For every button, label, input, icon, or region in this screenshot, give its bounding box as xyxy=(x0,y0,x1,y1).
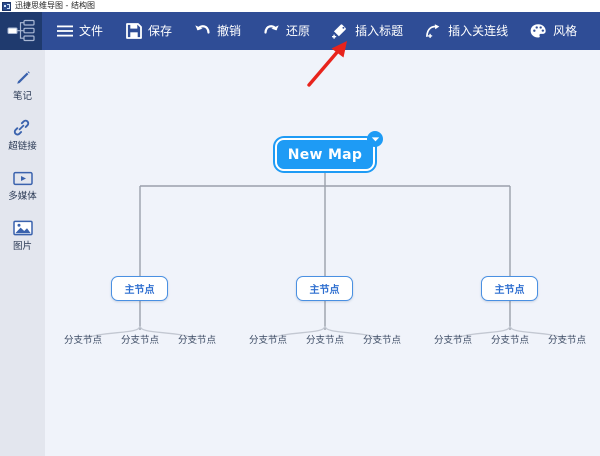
mindmap-tree-icon xyxy=(7,19,35,42)
branch-node[interactable]: 分支节点 xyxy=(299,334,351,348)
toolbar-item-insert-title[interactable]: 插入标题 xyxy=(332,23,403,40)
link-icon xyxy=(13,118,33,138)
redo-arrow-icon xyxy=(263,23,280,40)
sidebar-item-hyperlink-label: 超链接 xyxy=(8,141,37,152)
sidebar-item-note-label: 笔记 xyxy=(12,91,32,102)
toolbar-item-insert-title-label: 插入标题 xyxy=(355,24,404,38)
left-sidebar: 笔记 超链接 多媒体 xyxy=(0,50,45,456)
sidebar-item-image[interactable]: 图片 xyxy=(0,218,45,252)
app-logo-block[interactable] xyxy=(0,12,42,50)
branch-node[interactable]: 分支节点 xyxy=(427,334,479,348)
sidebar-item-image-label: 图片 xyxy=(12,241,32,252)
hamburger-menu-icon xyxy=(56,23,73,40)
floppy-disk-icon xyxy=(125,23,142,40)
toolbar-item-insert-relation-line[interactable]: 插入关连线 xyxy=(425,23,508,40)
mindmap-canvas[interactable]: New Map 主节点 主节点 主节点 分支节点 分支节点 分支节点 xyxy=(45,50,600,456)
toolbar-item-style-label: 风格 xyxy=(553,24,578,38)
sidebar-item-note[interactable]: 笔记 xyxy=(0,68,45,102)
toolbar-item-save[interactable]: 保存 xyxy=(125,23,172,40)
video-icon xyxy=(12,168,33,188)
curve-plus-icon xyxy=(425,23,442,40)
main-node-label: 主节点 xyxy=(309,285,340,296)
chevron-down-icon[interactable] xyxy=(367,131,383,147)
branch-node[interactable]: 分支节点 xyxy=(242,334,294,348)
window-titlebar: 迅捷思维导图 - 结构图 xyxy=(0,0,600,12)
branch-node-label: 分支节点 xyxy=(433,335,472,346)
palette-icon xyxy=(530,23,547,40)
tag-plus-icon xyxy=(332,23,349,40)
toolbar-item-redo-label: 还原 xyxy=(286,24,311,38)
main-node-label: 主节点 xyxy=(124,285,155,296)
main-node[interactable]: 主节点 xyxy=(111,276,168,301)
undo-arrow-icon xyxy=(194,23,211,40)
branch-node-label: 分支节点 xyxy=(248,335,287,346)
toolbar-item-undo[interactable]: 撤销 xyxy=(194,23,241,40)
branch-node-label: 分支节点 xyxy=(177,335,216,346)
main-node[interactable]: 主节点 xyxy=(481,276,538,301)
branch-node[interactable]: 分支节点 xyxy=(356,334,408,348)
branch-node-label: 分支节点 xyxy=(547,335,586,346)
branch-node-label: 分支节点 xyxy=(490,335,529,346)
mindmap-connectors xyxy=(82,171,568,341)
toolbar-item-save-label: 保存 xyxy=(148,24,173,38)
branch-node[interactable]: 分支节点 xyxy=(114,334,166,348)
toolbar-item-file-label: 文件 xyxy=(79,24,104,38)
branch-node-label: 分支节点 xyxy=(63,335,102,346)
toolbar-item-style[interactable]: 风格 xyxy=(530,23,577,40)
branch-node[interactable]: 分支节点 xyxy=(541,334,593,348)
branch-node[interactable]: 分支节点 xyxy=(484,334,536,348)
branch-node-label: 分支节点 xyxy=(305,335,344,346)
main-node[interactable]: 主节点 xyxy=(296,276,353,301)
window-title: 迅捷思维导图 - 结构图 xyxy=(15,1,95,10)
toolbar-item-undo-label: 撤销 xyxy=(217,24,242,38)
branch-node[interactable]: 分支节点 xyxy=(171,334,223,348)
sidebar-item-multimedia[interactable]: 多媒体 xyxy=(0,168,45,202)
branch-node-label: 分支节点 xyxy=(120,335,159,346)
app-logo-icon xyxy=(2,1,11,11)
root-node-label: New Map xyxy=(287,146,363,163)
pen-icon xyxy=(13,68,33,88)
sidebar-item-multimedia-label: 多媒体 xyxy=(8,191,37,202)
branch-node[interactable]: 分支节点 xyxy=(57,334,109,348)
root-node[interactable]: New Map xyxy=(275,131,383,171)
main-node-label: 主节点 xyxy=(494,285,525,296)
toolbar-item-redo[interactable]: 还原 xyxy=(263,23,310,40)
toolbar-item-file[interactable]: 文件 xyxy=(56,23,103,40)
image-icon xyxy=(12,218,33,238)
main-toolbar: 文件 保存 撤销 xyxy=(42,12,600,50)
branch-node-label: 分支节点 xyxy=(362,335,401,346)
sidebar-item-hyperlink[interactable]: 超链接 xyxy=(0,118,45,152)
toolbar-item-insert-relation-line-label: 插入关连线 xyxy=(448,24,509,38)
